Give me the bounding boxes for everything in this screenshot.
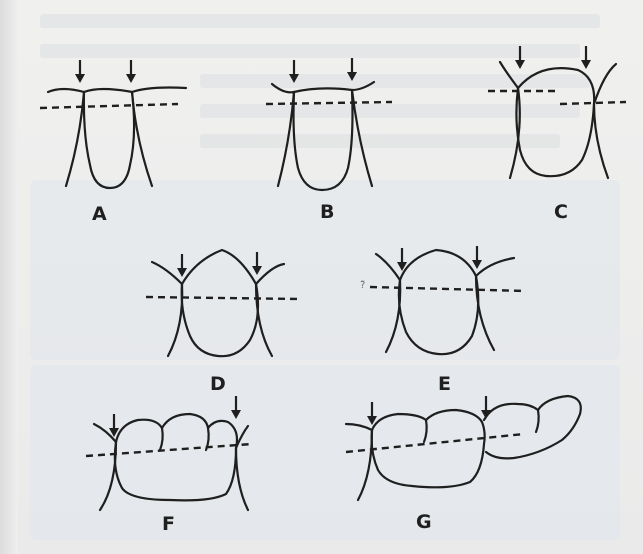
cementoenamel-line: [40, 104, 178, 108]
adjacent-tooth-outline: [594, 64, 616, 104]
panel-a: A: [40, 60, 186, 225]
adjacent-tooth-outline: [346, 424, 372, 430]
cementoenamel-line: [266, 102, 392, 104]
adjacent-tooth-outline: [236, 448, 248, 510]
cementoenamel-line: [146, 297, 300, 299]
adjacent-tooth-outline: [168, 284, 182, 356]
panel-g: G: [346, 396, 581, 533]
adjacent-tooth-outline: [352, 90, 372, 186]
tooth-outline: [115, 414, 237, 500]
stray-mark: ?̃: [360, 279, 365, 291]
panel-label: A: [92, 203, 107, 225]
panel-c: C: [488, 46, 626, 223]
down-arrow-icon: [347, 58, 357, 81]
tooth-outline: [516, 68, 594, 176]
adjacent-tooth-outline: [594, 104, 608, 178]
down-arrow-icon: [289, 60, 299, 83]
cusp-groove: [160, 428, 163, 450]
down-arrow-icon: [126, 60, 136, 83]
adjacent-tooth-outline: [484, 396, 581, 458]
adjacent-tooth-outline: [152, 262, 182, 284]
adjacent-tooth-outline: [358, 430, 372, 500]
adjacent-tooth-outline: [100, 442, 116, 510]
cementoenamel-line: [370, 287, 526, 291]
cusp-groove: [424, 420, 427, 442]
panel-label: D: [210, 373, 226, 395]
down-arrow-icon: [397, 248, 407, 271]
adjacent-tooth-outline: [476, 258, 514, 276]
down-arrow-icon: [515, 46, 525, 69]
panel-d: D: [146, 250, 300, 395]
panel-label: B: [320, 201, 334, 223]
adjacent-tooth-outline: [500, 62, 518, 88]
down-arrow-icon: [252, 252, 262, 275]
panel-b: B: [266, 58, 392, 223]
contact-area-contour: [48, 88, 186, 93]
adjacent-tooth-outline: [376, 254, 400, 280]
down-arrow-icon: [367, 402, 377, 425]
panel-label: E: [438, 373, 451, 395]
down-arrow-icon: [177, 254, 187, 277]
adjacent-tooth-outline: [476, 276, 494, 350]
adjacent-tooth-outline: [278, 92, 294, 186]
down-arrow-icon: [75, 60, 85, 83]
tooth-outline: [399, 250, 478, 354]
panel-e: ?̃ E: [360, 246, 526, 395]
tooth-outline: [182, 250, 258, 356]
down-arrow-icon: [481, 396, 491, 419]
cementoenamel-line: [86, 444, 252, 456]
contact-area-contour: [272, 82, 374, 92]
cusp-groove: [536, 410, 539, 432]
panel-label: G: [416, 511, 432, 533]
down-arrow-icon: [472, 246, 482, 269]
panel-label: F: [162, 513, 175, 535]
adjacent-tooth-outline: [510, 88, 520, 178]
down-arrow-icon: [231, 396, 241, 419]
tooth-outline: [294, 90, 353, 190]
down-arrow-icon: [109, 414, 119, 437]
down-arrow-icon: [581, 46, 591, 69]
panel-f: F: [86, 396, 252, 535]
panel-label: C: [554, 201, 568, 223]
